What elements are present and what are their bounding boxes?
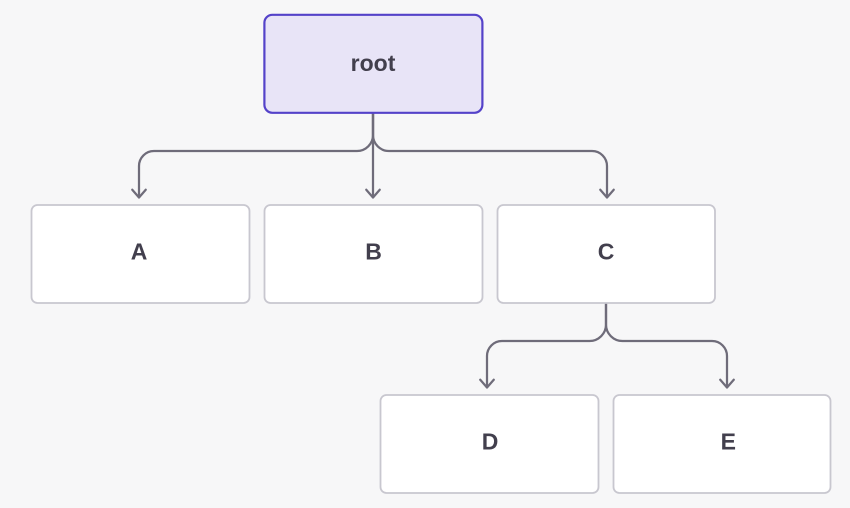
svg-text:B: B [365, 239, 382, 265]
svg-text:A: A [131, 239, 148, 265]
svg-text:C: C [598, 239, 615, 265]
svg-text:E: E [721, 429, 736, 455]
svg-text:D: D [482, 429, 499, 455]
svg-text:root: root [351, 50, 396, 76]
